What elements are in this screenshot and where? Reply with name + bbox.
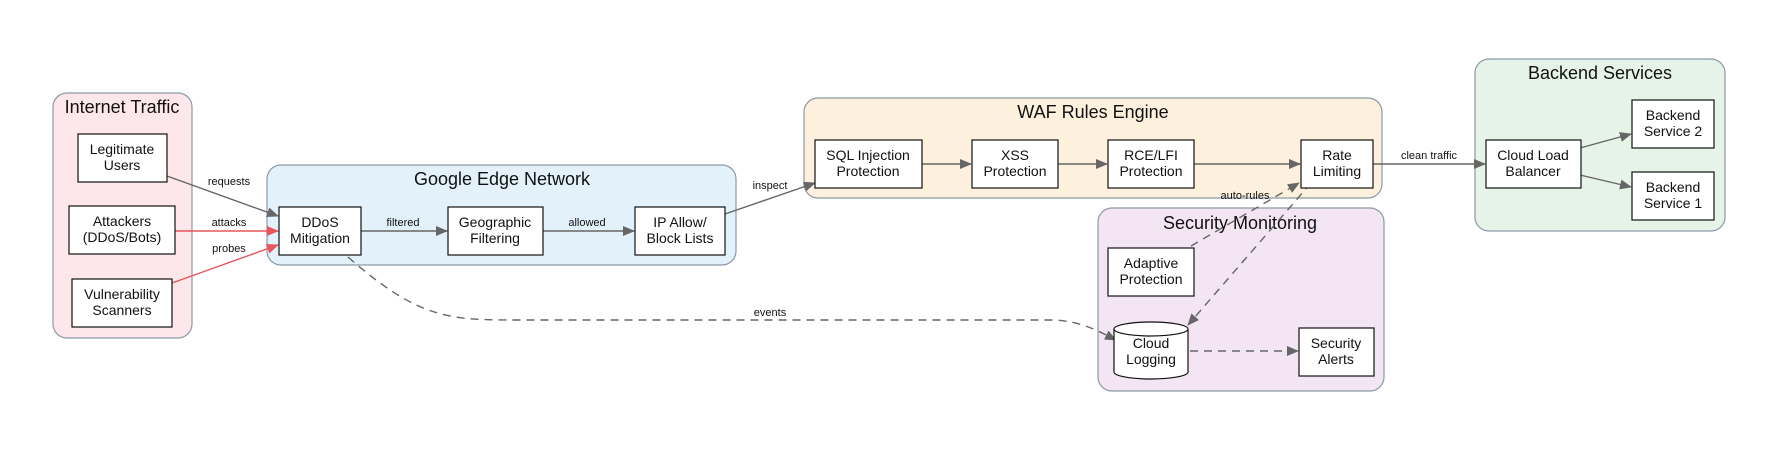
svg-text:Backend: Backend xyxy=(1646,107,1700,123)
svg-text:Protection: Protection xyxy=(836,163,899,179)
edge-label-allowed: allowed xyxy=(568,217,605,229)
node-legitimate-users: Legitimate Users xyxy=(77,133,168,183)
svg-text:Security: Security xyxy=(1311,335,1362,351)
edge-label-auto-rules: auto-rules xyxy=(1221,190,1270,202)
svg-text:Mitigation: Mitigation xyxy=(290,230,350,246)
edge-events xyxy=(347,256,1117,341)
cluster-backend-label: Backend Services xyxy=(1528,63,1672,83)
svg-text:Balancer: Balancer xyxy=(1505,163,1561,179)
svg-text:Users: Users xyxy=(104,157,141,173)
svg-text:IP Allow/: IP Allow/ xyxy=(653,214,707,230)
svg-text:SQL Injection: SQL Injection xyxy=(826,147,910,163)
edge-label-attacks: attacks xyxy=(212,217,247,229)
svg-text:Attackers: Attackers xyxy=(93,213,151,229)
svg-text:DDoS: DDoS xyxy=(301,214,338,230)
svg-text:Legitimate: Legitimate xyxy=(90,141,155,157)
edge-labels: requests attacks probes filtered allowed… xyxy=(208,150,1458,319)
edge-label-probes: probes xyxy=(212,243,246,255)
node-cloud-logging: Cloud Logging xyxy=(1113,321,1189,380)
node-cloud-load-balancer: Cloud Load Balancer xyxy=(1485,139,1582,189)
node-ddos-mitigation: DDoS Mitigation xyxy=(278,206,362,256)
node-attackers: Attackers (DDoS/Bots) xyxy=(68,205,176,255)
node-xss-protection: XSS Protection xyxy=(971,139,1059,189)
cluster-monitoring-label: Security Monitoring xyxy=(1163,213,1317,233)
svg-text:Protection: Protection xyxy=(983,163,1046,179)
cluster-waf-label: WAF Rules Engine xyxy=(1017,102,1168,122)
node-ip-allow-block: IP Allow/ Block Lists xyxy=(634,206,726,256)
edge-requests xyxy=(166,175,279,217)
edge-label-inspect: inspect xyxy=(753,180,788,192)
svg-text:Service 2: Service 2 xyxy=(1644,123,1703,139)
edge-lb-be1 xyxy=(1579,174,1632,190)
svg-text:Cloud: Cloud xyxy=(1133,335,1170,351)
svg-text:RCE/LFI: RCE/LFI xyxy=(1124,147,1178,163)
edge-lb-be2 xyxy=(1579,132,1632,149)
svg-text:Block Lists: Block Lists xyxy=(647,230,714,246)
edge-rate-logging xyxy=(1187,182,1312,326)
svg-text:Rate: Rate xyxy=(1322,147,1352,163)
node-backend-service-1: Backend Service 1 xyxy=(1631,171,1715,221)
node-geographic-filtering: Geographic Filtering xyxy=(447,206,544,256)
svg-text:Limiting: Limiting xyxy=(1313,163,1361,179)
svg-text:Backend: Backend xyxy=(1646,179,1700,195)
cluster-waf-rules: WAF Rules Engine xyxy=(803,97,1383,199)
svg-text:Vulnerability: Vulnerability xyxy=(84,286,160,302)
node-vulnerability-scanners: Vulnerability Scanners xyxy=(71,278,173,328)
svg-text:Geographic: Geographic xyxy=(459,214,531,230)
svg-text:Logging: Logging xyxy=(1126,351,1176,367)
svg-text:Protection: Protection xyxy=(1119,163,1182,179)
svg-text:Adaptive: Adaptive xyxy=(1124,255,1179,271)
edge-label-requests: requests xyxy=(208,176,251,188)
svg-text:Alerts: Alerts xyxy=(1318,351,1354,367)
svg-text:Cloud Load: Cloud Load xyxy=(1497,147,1569,163)
node-rce-lfi-protection: RCE/LFI Protection xyxy=(1107,139,1195,189)
svg-text:(DDoS/Bots): (DDoS/Bots) xyxy=(83,229,162,245)
svg-text:Protection: Protection xyxy=(1119,271,1182,287)
svg-text:Service 1: Service 1 xyxy=(1644,195,1703,211)
cluster-internet-label: Internet Traffic xyxy=(65,97,180,117)
node-security-alerts: Security Alerts xyxy=(1298,327,1375,377)
edges xyxy=(166,132,1632,356)
edge-label-clean-traffic: clean traffic xyxy=(1401,150,1458,162)
svg-text:XSS: XSS xyxy=(1001,147,1029,163)
edge-label-filtered: filtered xyxy=(386,217,419,229)
node-adaptive-protection: Adaptive Protection xyxy=(1107,247,1195,297)
edge-label-events: events xyxy=(754,307,787,319)
edge-auto-rules xyxy=(1190,182,1300,247)
node-sql-injection: SQL Injection Protection xyxy=(814,139,923,189)
svg-text:Scanners: Scanners xyxy=(92,302,151,318)
cluster-edge-label: Google Edge Network xyxy=(414,169,591,189)
edge-inspect xyxy=(724,181,816,215)
node-rate-limiting: Rate Limiting xyxy=(1300,139,1374,189)
svg-text:Filtering: Filtering xyxy=(470,230,520,246)
node-backend-service-2: Backend Service 2 xyxy=(1631,99,1715,149)
edge-probes xyxy=(171,244,279,284)
